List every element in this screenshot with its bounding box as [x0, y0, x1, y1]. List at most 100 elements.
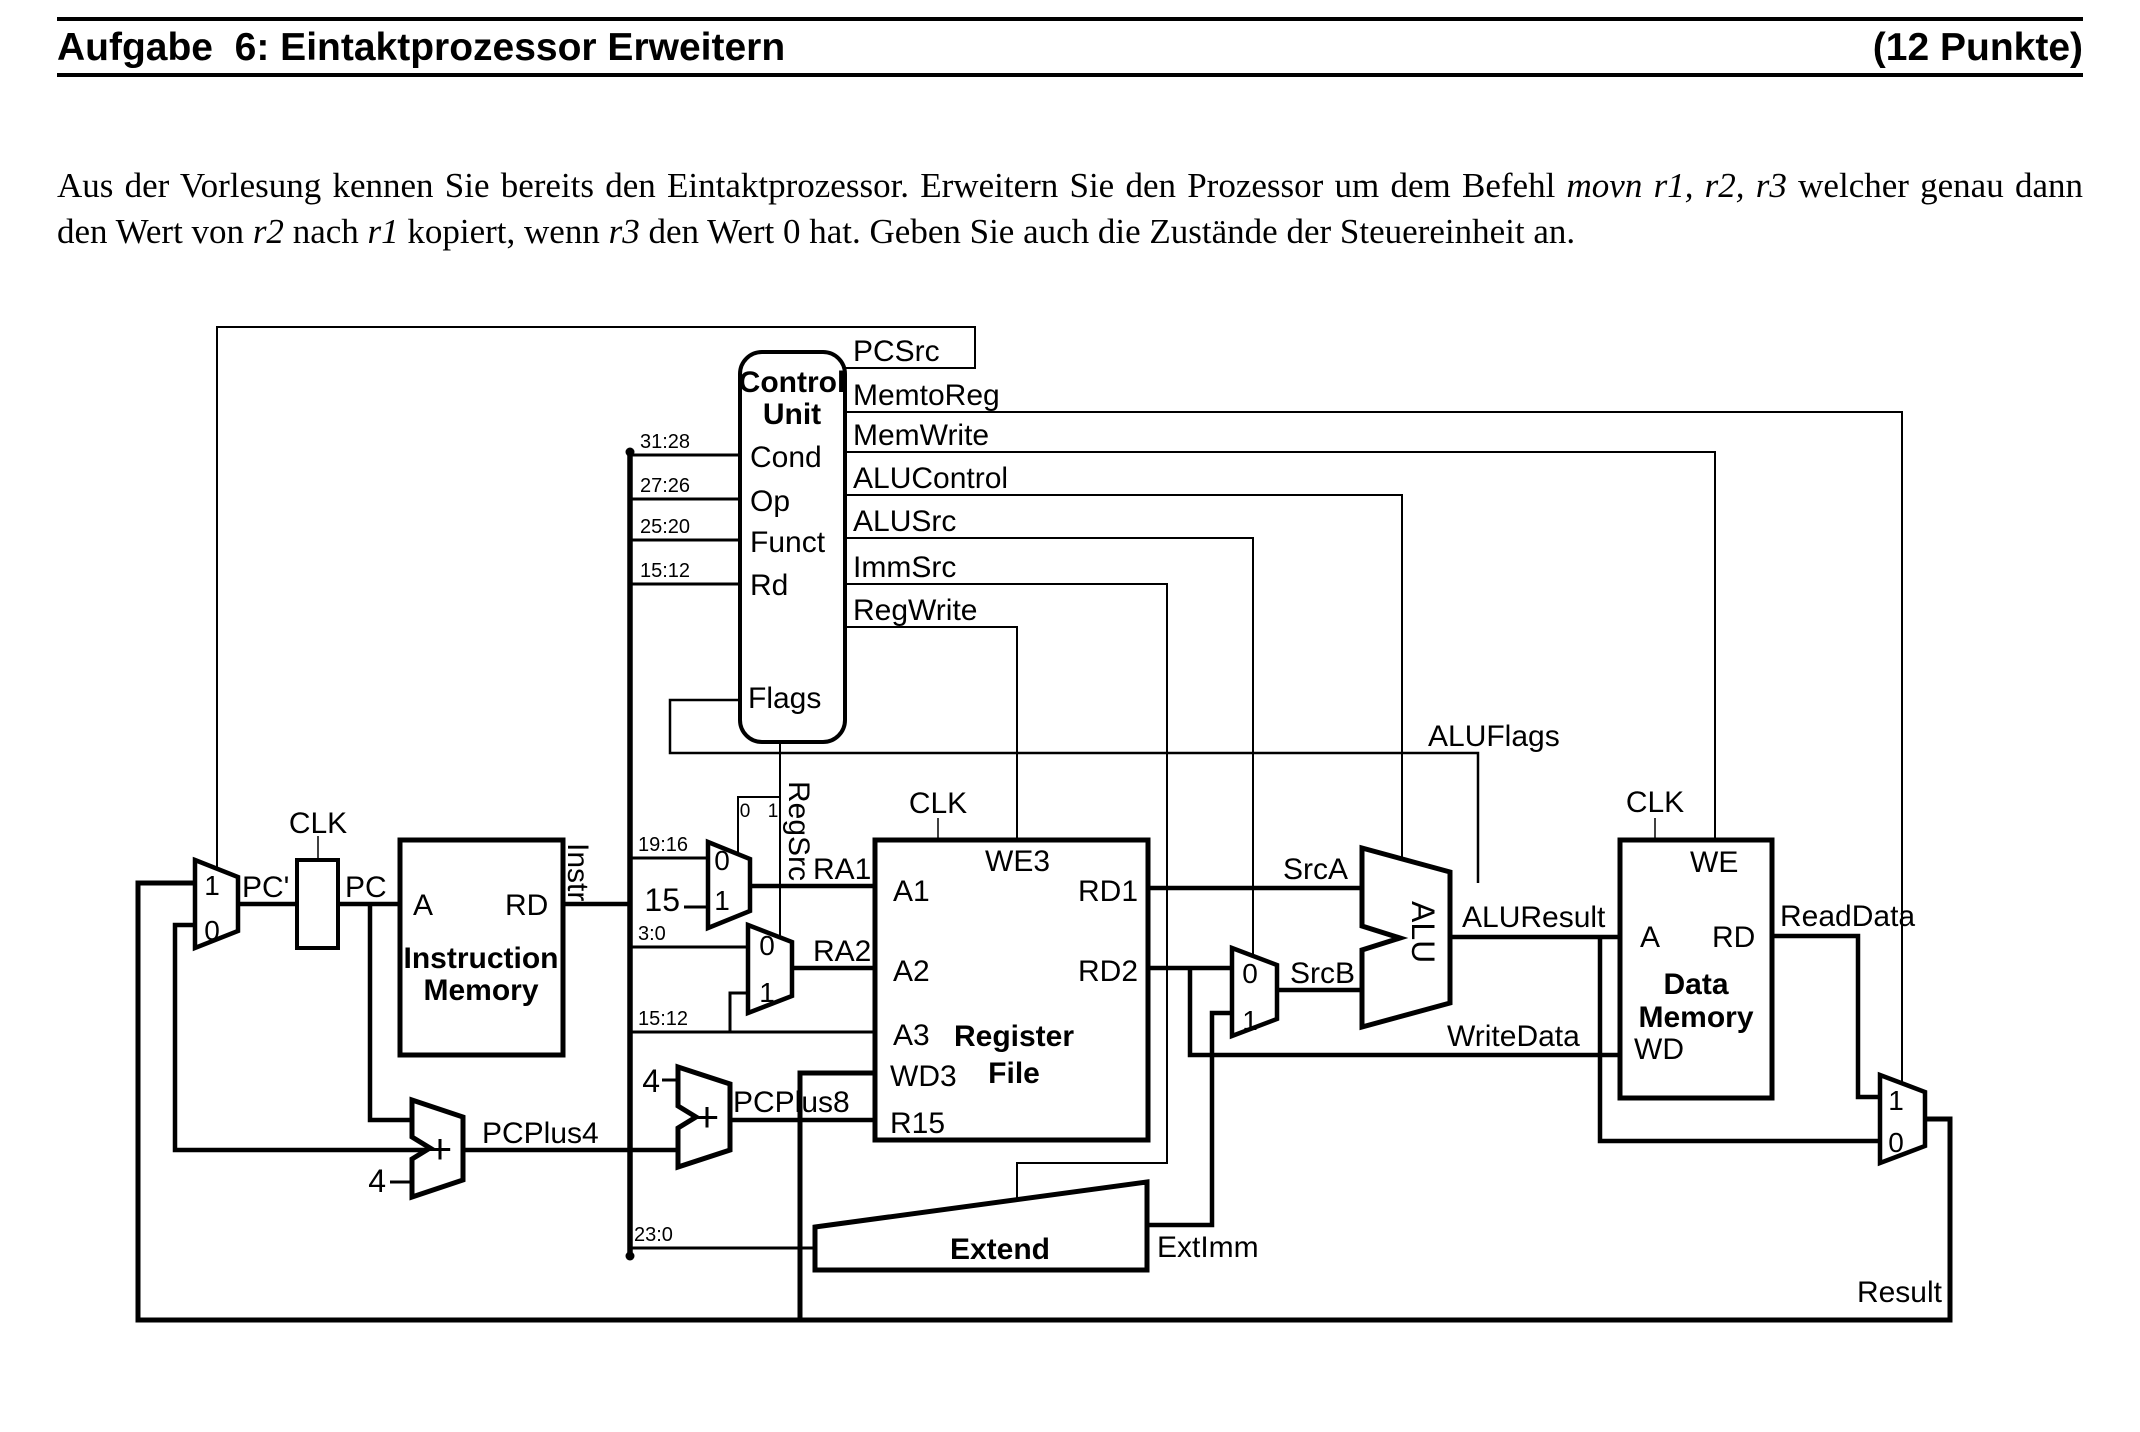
- wire-regwrite: [845, 626, 1018, 840]
- register-file-title-2: File: [988, 1057, 1040, 1090]
- label-regwrite: RegWrite: [853, 594, 977, 627]
- label-aluresult: ALUResult: [1462, 901, 1606, 934]
- wire-alucontrol: [845, 494, 1403, 860]
- control-unit-shape: [738, 350, 847, 744]
- label-bits-19-16: 19:16: [638, 834, 688, 856]
- port-r15-label: R15: [890, 1107, 945, 1140]
- mux-input-0: 0: [1242, 958, 1258, 989]
- alu-label: ALU: [1405, 901, 1441, 963]
- task-seg: welcher genau dann den Wert von: [57, 166, 2083, 251]
- input-flags-label: Flags: [748, 682, 821, 715]
- label-bits-3-0: 3:0: [638, 923, 666, 945]
- label-memwrite: MemWrite: [853, 419, 989, 452]
- mux-input-1: 1: [204, 870, 220, 901]
- wire-result-wd3: [797, 1070, 875, 1320]
- extend-title: Extend: [950, 1233, 1050, 1266]
- task-seg: kopiert, wenn: [398, 212, 609, 251]
- task-seg: Aus der Vorlesung kennen Sie bereits den…: [57, 166, 1567, 205]
- register-file-title-1: Register: [954, 1020, 1074, 1053]
- extend-unit: Extend: [812, 1179, 1150, 1273]
- port-a2-label: A2: [893, 955, 930, 988]
- pcplus8-adder: +: [675, 1063, 733, 1171]
- header-rule-top: [57, 17, 2083, 21]
- task-seg: den Wert 0 hat. Geben Sie auch die Zustä…: [639, 212, 1576, 251]
- port-we3-label: WE3: [985, 845, 1050, 878]
- instruction-memory-title-1: Instruction: [404, 942, 559, 975]
- label-bits-23-0: 23:0: [634, 1224, 673, 1246]
- port-a-label: A: [413, 889, 433, 922]
- mux-input-0: 0: [714, 845, 730, 876]
- mux-shape: [192, 856, 241, 952]
- pc-register: CLK: [289, 807, 347, 950]
- wire-memtoreg: [845, 411, 1903, 1084]
- label-immsrc: ImmSrc: [853, 551, 956, 584]
- register-shape: [295, 858, 340, 950]
- mux-input-1: 1: [759, 977, 775, 1008]
- page-title: Aufgabe 6: Eintaktprozessor Erweitern: [57, 26, 786, 69]
- signal-labels: PCSrc MemtoReg MemWrite ALUControl ALUSr…: [242, 335, 1943, 1309]
- port-a1-label: A1: [893, 875, 930, 908]
- result-mux: 1 0: [1877, 1071, 1928, 1167]
- wire-slice-15-12: [630, 991, 875, 1034]
- wire-alusrc: [845, 537, 1254, 956]
- register-file-shape: [872, 837, 1151, 1143]
- port-rd1-label: RD1: [1078, 875, 1138, 908]
- port-rd-label: RD: [1712, 921, 1755, 954]
- label-bits-25-20: 25:20: [640, 516, 690, 538]
- label-alusrc: ALUSrc: [853, 505, 956, 538]
- srcb-mux: 0 1: [1229, 944, 1280, 1040]
- control-unit: Control Unit Cond Op Funct Rd Flags: [738, 350, 847, 744]
- points-badge: (12 Punkte): [1872, 26, 2083, 69]
- plus-sign: +: [695, 1093, 720, 1140]
- port-wd-label: WD: [1634, 1033, 1684, 1066]
- label-aluflags: ALUFlags: [1428, 720, 1560, 753]
- label-pc-next: PC': [242, 871, 289, 904]
- label-const-4-pcplus8: 4: [642, 1063, 660, 1099]
- mux-input-0: 0: [204, 915, 220, 946]
- label-regsrc: RegSrc: [782, 781, 815, 881]
- adder-shape: [409, 1096, 466, 1201]
- label-bits-31-28: 31:28: [640, 431, 690, 453]
- label-bits-15-12-a3: 15:12: [638, 1008, 688, 1030]
- mux-input-1: 1: [714, 885, 730, 916]
- label-regsrc-bit0: 0: [740, 801, 751, 822]
- mux-input-0: 0: [1888, 1127, 1904, 1158]
- task-header: Aufgabe 6: Eintaktprozessor Erweitern (1…: [57, 26, 2083, 70]
- label-pc: PC: [345, 871, 387, 904]
- wire-aluflags: [668, 698, 1480, 883]
- wire-rd2-writedata: [1148, 965, 1620, 1058]
- clk-label: CLK: [909, 787, 967, 820]
- wire-regsrc: [737, 742, 781, 939]
- label-alucontrol: ALUControl: [853, 462, 1008, 495]
- wire-immsrc: [845, 583, 1168, 1203]
- alu-shape: [1359, 844, 1453, 1031]
- port-a-label: A: [1640, 921, 1660, 954]
- mux-input-0: 0: [759, 930, 775, 961]
- alu: ALU: [1359, 844, 1453, 1031]
- task-reg-r3: r3: [608, 212, 640, 251]
- extend-shape: [812, 1179, 1150, 1273]
- wire-memwrite: [845, 451, 1716, 840]
- instruction-memory-shape: [397, 837, 566, 1058]
- wire-readdata: [1772, 933, 1880, 1100]
- label-writedata: WriteData: [1447, 1020, 1580, 1053]
- label-memtoreg: MemtoReg: [853, 379, 1000, 412]
- data-memory-shape: [1617, 837, 1775, 1101]
- mux-shape: [1877, 1071, 1928, 1167]
- input-funct-label: Funct: [750, 526, 826, 559]
- label-instr: Instr: [561, 843, 594, 901]
- label-bits-15-12: 15:12: [640, 560, 690, 582]
- mux-input-1: 1: [1888, 1085, 1904, 1116]
- port-rd2-label: RD2: [1078, 955, 1138, 988]
- label-pcplus8: PCPlus8: [733, 1086, 850, 1119]
- label-srcb: SrcB: [1290, 957, 1355, 990]
- clk-label: CLK: [1626, 786, 1684, 819]
- port-rd-label: RD: [505, 889, 548, 922]
- clk-label: CLK: [289, 807, 347, 840]
- data-memory-title-2: Memory: [1638, 1001, 1753, 1034]
- task-text: Aus der Vorlesung kennen Sie bereits den…: [57, 163, 2083, 255]
- mux-shape: [705, 838, 753, 932]
- task-reg-r2: r2: [252, 212, 284, 251]
